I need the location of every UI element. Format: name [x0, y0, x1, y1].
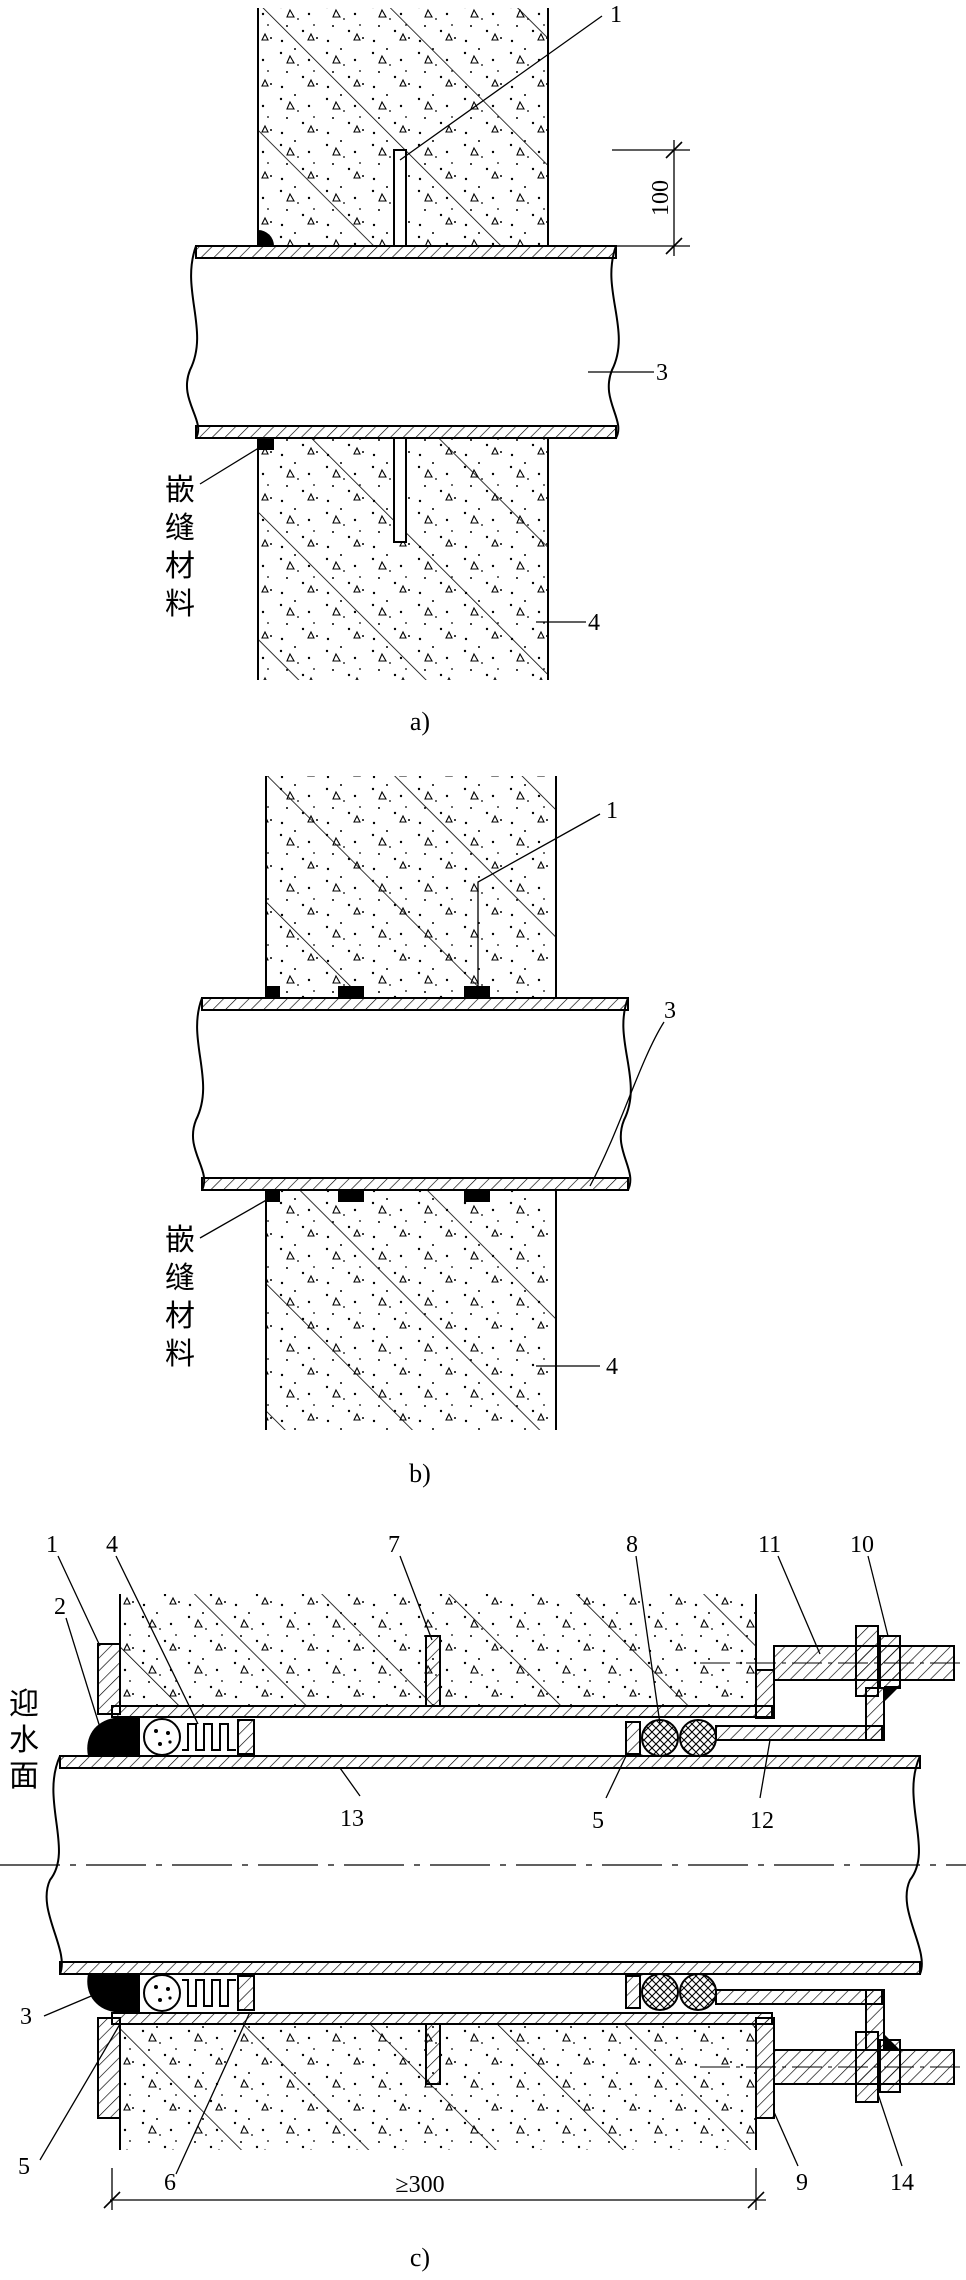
label-a-3: 3: [656, 360, 668, 386]
water-stop-plate-a-top: [393, 149, 407, 247]
sealing-cap-c-bottom: [87, 1974, 140, 2013]
sealant-label-b-3: 材: [165, 1299, 195, 1334]
seal-ring-b-top-1: [266, 986, 280, 998]
rubber-ring-c-bottom-2: [679, 1973, 717, 2011]
flange-c-left-top: [97, 1643, 121, 1715]
label-c-7: 7: [388, 1532, 400, 1558]
label-c-4: 4: [106, 1532, 118, 1558]
sealing-cap-c-top: [87, 1717, 140, 1756]
label-c-1: 1: [46, 1532, 58, 1558]
label-c-6: 6: [164, 2170, 176, 2196]
sleeve-c-bottom: [111, 2012, 773, 2025]
wall-a-lower: [257, 438, 549, 680]
sleeve-c-top: [111, 1705, 773, 1718]
figure-b: 1 3 4 嵌 缝 材 料 b): [165, 776, 676, 1488]
figure-a: 100 1 3 4 嵌 缝 材 料 a): [165, 2, 690, 736]
label-c-14: 14: [890, 2170, 914, 2196]
label-c-3: 3: [20, 2004, 32, 2030]
caption-c: c): [410, 2243, 430, 2272]
water-face-label-2: 水: [9, 1723, 39, 1758]
label-b-3: 3: [664, 998, 676, 1024]
sealant-label-b-4: 料: [165, 1337, 195, 1372]
seal-ring-b-bottom-1: [266, 1190, 280, 1202]
sealant-label-b-1: 嵌: [165, 1223, 195, 1258]
seal-ring-b-top-2: [338, 986, 364, 998]
rubber-ring-c-top-1: [641, 1719, 679, 1757]
label-b-1: 1: [606, 798, 618, 824]
sealant-a-bottom: [258, 438, 274, 450]
seal-ring-b-bottom-2: [338, 1190, 364, 1202]
wall-b-upper: [265, 776, 557, 998]
label-c-5a: 5: [592, 1808, 604, 1834]
label-b-4: 4: [606, 1354, 618, 1380]
sealant-label-a-3: 材: [165, 549, 195, 584]
seal-ring-b-top-3: [464, 986, 490, 998]
pressure-ring-c-top: [715, 1725, 883, 1741]
pipe-b: [191, 997, 632, 1191]
water-face-label-1: 迎: [9, 1687, 39, 1722]
accordion-seal-c-bottom: [182, 1979, 236, 2007]
label-a-4: 4: [588, 610, 600, 636]
figure-c: 1 4 2 7 8 11 10 13 5 12 3 5 6 9 14 迎 水 面: [0, 1532, 966, 2272]
label-c-9: 9: [796, 2170, 808, 2196]
sealant-label-b-2: 缝: [165, 1261, 195, 1296]
sealant-label-a-2: 缝: [165, 511, 195, 546]
water-face-label-3: 面: [9, 1759, 39, 1794]
wall-a-upper: [257, 8, 549, 246]
foam-rod-c-top: [143, 1718, 181, 1756]
label-c-5b: 5: [18, 2154, 30, 2180]
water-stop-ring-c-bottom: [425, 2023, 441, 2085]
label-c-12: 12: [750, 1808, 774, 1834]
flange-c-left-bottom: [97, 2017, 121, 2119]
pipe-a: [185, 245, 620, 439]
nut-c-top-2: [879, 1635, 901, 1689]
label-c-10: 10: [850, 1532, 874, 1558]
accordion-seal-c-top: [182, 1723, 236, 1751]
label-c-2: 2: [54, 1594, 66, 1620]
wall-b-lower: [265, 1190, 557, 1430]
water-stop-ring-c-top: [425, 1635, 441, 1707]
nut-c-top-1: [855, 1625, 879, 1697]
dimension-100: 100: [612, 140, 690, 256]
label-c-11: 11: [758, 1532, 781, 1558]
sealant-label-a-1: 嵌: [165, 473, 195, 508]
sealant-label-a-4: 料: [165, 587, 195, 622]
caption-a: a): [410, 707, 430, 736]
water-stop-plate-a-bottom: [393, 437, 407, 543]
foam-rod-c-bottom: [143, 1974, 181, 2012]
pressure-ring-c-bottom: [715, 1989, 883, 2005]
caption-b: b): [409, 1459, 431, 1488]
flange-c-right-top: [755, 1669, 775, 1719]
dimension-300: ≥300: [103, 2168, 766, 2210]
flange-c-right-bottom: [755, 2017, 775, 2119]
rubber-ring-c-bottom-1: [641, 1973, 679, 2011]
label-c-13: 13: [340, 1806, 364, 1832]
dimension-c-label: ≥300: [395, 2172, 444, 2198]
label-c-8: 8: [626, 1532, 638, 1558]
label-a-1: 1: [610, 2, 622, 28]
wall-c-lower: [119, 2024, 757, 2150]
sealant-a-top: [258, 230, 274, 246]
seal-ring-b-bottom-3: [464, 1190, 490, 1202]
rubber-ring-c-top-2: [679, 1719, 717, 1757]
dimension-a-label: 100: [648, 180, 674, 216]
